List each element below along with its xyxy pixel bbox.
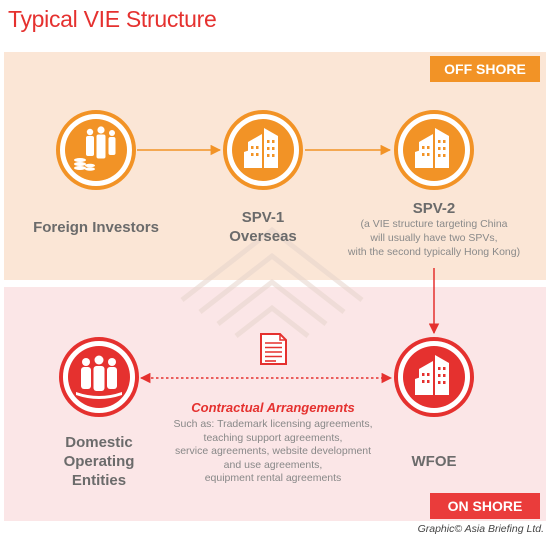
contract-line-5: equipment rental agreements: [204, 472, 342, 484]
offshore-tag: OFF SHORE: [430, 56, 540, 82]
foreign-investors-label: Foreign Investors: [33, 219, 159, 236]
document-icon: [260, 333, 287, 365]
spv2-note-line3: with the second typically Hong Kong): [347, 246, 521, 258]
domestic-label-line3: Entities: [71, 472, 127, 489]
wfoe-label: WFOE: [411, 453, 457, 470]
contract-line-2: teaching support agreements,: [203, 431, 343, 444]
watermark-logo: [180, 226, 364, 338]
credit-text: Graphic© Asia Briefing Ltd.: [417, 523, 544, 535]
page-title: Typical VIE Structure: [8, 6, 217, 32]
spv1-label-line2: Overseas: [229, 228, 297, 245]
domestic-label-line1: Domestic: [65, 434, 133, 451]
building-icon-wfoe: [394, 337, 474, 417]
spv2-note-line2: will usually have two SPVs,: [370, 232, 498, 244]
spv1-label-line1: SPV-1: [241, 209, 285, 226]
contract-line-4: and use agreements,: [223, 458, 323, 471]
people-icon: [59, 337, 139, 417]
spv2-note-line1: (a VIE structure targeting China: [360, 218, 508, 230]
contract-line-3: service agreements, website development: [174, 445, 372, 457]
contract-line-1: Such as: Trademark licensing agreements,: [173, 418, 373, 430]
investors-icon: [56, 110, 136, 190]
domestic-label-line2: Operating: [63, 453, 135, 470]
spv2-label: SPV-2: [412, 200, 456, 217]
building-icon-spv1: [223, 110, 303, 190]
onshore-tag: ON SHORE: [430, 493, 540, 519]
building-icon-spv2: [394, 110, 474, 190]
contract-title: Contractual Arrangements: [191, 400, 355, 415]
